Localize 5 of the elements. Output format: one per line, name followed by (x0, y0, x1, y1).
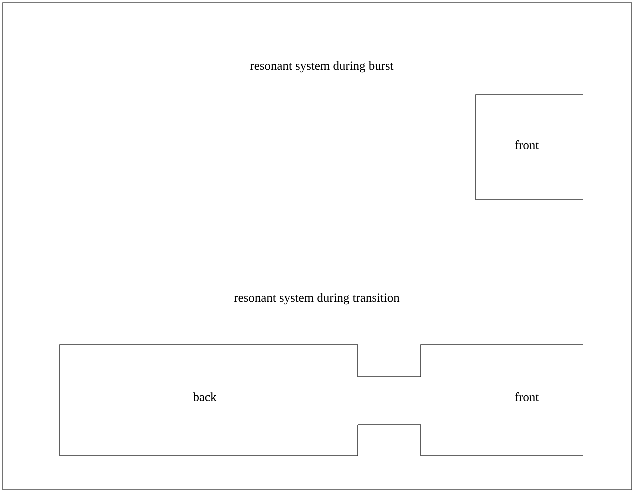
heading: resonant system during transition (234, 293, 400, 305)
chamber-outline: back (60, 344, 358, 456)
chamber-outline: front (358, 344, 584, 456)
heading: resonant system during burst (250, 61, 394, 73)
chamber-outline: front (476, 94, 584, 200)
